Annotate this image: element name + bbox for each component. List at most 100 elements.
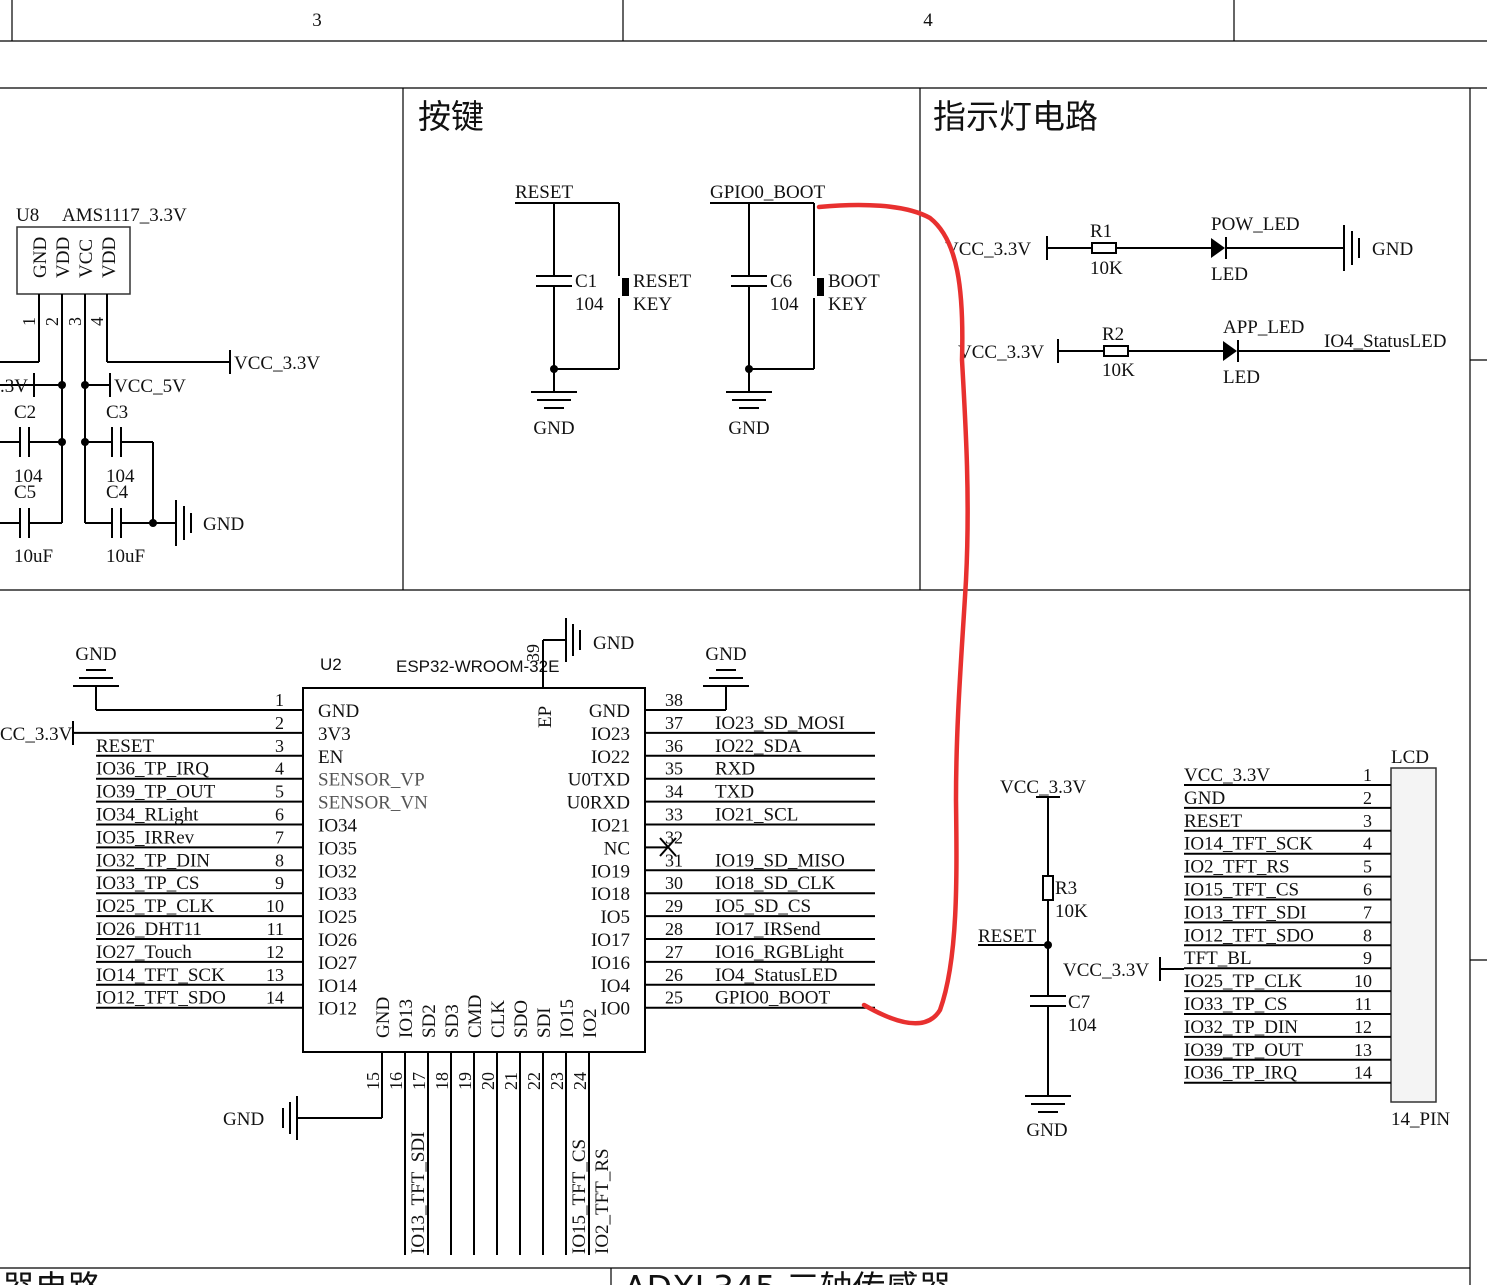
esp32-pin-34-net: TXD [715,782,754,803]
esp32-pin-9-number: 9 [275,873,284,893]
esp32-pin-25-name: IO0 [600,999,630,1020]
esp32-pin-22-number: 22 [524,1072,544,1090]
pow-led-type: LED [1211,264,1248,285]
esp32-pin-33-net: IO21_SCL [715,805,798,826]
esp32-pin-16-number: 16 [386,1072,406,1090]
boot-net-label: GPIO0_BOOT [710,182,825,203]
esp32-pin-29-net: IO5_SD_CS [715,896,811,917]
lcd-pin-10-number: 10 [1354,971,1372,991]
esp32-pin-19-number: 19 [455,1072,475,1090]
esp32-pin-33-number: 33 [665,805,683,825]
lcd-pin-11-number: 11 [1355,994,1372,1014]
esp32-pin-1-number: 1 [275,690,284,710]
lcd-pin-3-number: 3 [1363,811,1372,831]
app-led-name: APP_LED [1223,317,1304,338]
column-number-4: 4 [923,10,933,31]
esp32-pin-12-net: IO27_Touch [96,942,192,963]
esp32-pin-24-name: IO2 [580,1008,601,1038]
lcd-pin-1-number: 1 [1363,765,1372,785]
esp32-pin-24-number: 24 [570,1072,590,1090]
lcd-pin-7-net: IO13_TFT_SDI [1184,902,1306,923]
esp32-right-gnd-label: GND [705,644,746,665]
lcd-pin-13-number: 13 [1354,1040,1372,1060]
esp32-pin-30-number: 30 [665,873,683,893]
regulator-pin-name-2: VDD [53,237,74,278]
esp32-pin-23-name: IO15 [557,999,578,1038]
esp32-pin-32-number: 32 [665,827,683,847]
lcd-pin-4-net: IO14_TFT_SCK [1184,834,1313,855]
esp32-pin-37-number: 37 [665,713,683,733]
reset-rc-vcc-label: VCC_3.3V [1000,777,1086,798]
esp32-pin-10-number: 10 [266,896,284,916]
reset-net-label: RESET [515,182,573,203]
esp32-pin-27-number: 27 [665,942,683,962]
lcd-pin-9-number: 9 [1363,948,1372,968]
boot-switch-name: BOOT [828,271,880,292]
regulator-gnd-label: GND [203,514,244,535]
boot-cap-value: 104 [770,294,799,315]
esp32-vcc-left-label: CC_3.3V [0,724,73,745]
section-title-keys: 按键 [418,97,484,136]
esp32-pin-21-name: SDO [511,1000,532,1038]
esp32-pin-14-name: IO12 [318,999,357,1020]
lcd-connector: LCD 14_PIN 1VCC_3.3V2GND3RESET4IO14_TFT_… [1184,747,1450,1130]
esp32-pin-16-name: IO13 [396,999,417,1038]
esp32-pin-5-number: 5 [275,782,284,802]
esp32-pin-16-net: IO13_TFT_SDI [408,1132,429,1254]
lcd-part: 14_PIN [1391,1109,1450,1130]
esp32-pin-4-net: IO36_TP_IRQ [96,759,209,780]
esp32-pin-25-net: GPIO0_BOOT [715,988,830,1009]
esp32-pin-35-net: RXD [715,759,755,780]
lcd-pin-5-number: 5 [1363,857,1372,877]
esp32-pin-12-name: IO27 [318,953,357,974]
esp32-pin-4-name: SENSOR_VP [318,770,425,791]
r2-ref: R2 [1102,324,1124,345]
esp32-ep-label: EP [535,706,556,728]
section-title-indicator: 指示灯电路 [933,97,1098,136]
esp32-pin-3-net: RESET [96,736,154,757]
esp32-pin-31-number: 31 [665,850,683,870]
lcd-pin-2-number: 2 [1363,788,1372,808]
esp32-pin-27-net: IO16_RGBLight [715,942,845,963]
esp32-pin-31-name: IO19 [591,861,630,882]
reset-cap-ref: C1 [575,271,597,292]
boot-switch-type: KEY [828,294,867,315]
r3-value: 10K [1055,901,1088,922]
esp32-pin-4-number: 4 [275,759,284,779]
regulator-pin-num-1: 1 [19,317,39,326]
esp32-pin-24-net: IO2_TFT_RS [592,1148,613,1254]
pow-gnd-label: GND [1372,239,1413,260]
esp32-pin-10-net: IO25_TP_CLK [96,896,215,917]
reset-gnd-label: GND [533,418,574,439]
esp32-pin-15-name: GND [373,997,394,1038]
esp32-pin-28-name: IO17 [591,930,630,951]
lcd-vcc-net-label: VCC_3.3V [1063,960,1149,981]
esp32-pin-18-name: SD3 [442,1004,463,1038]
reset-key-circuit: RESET C1 104 RESET KEY GND [515,182,691,439]
esp32-pin-26-number: 26 [665,965,683,985]
lcd-pin-9-net: TFT_BL [1184,948,1252,969]
app-led-diode-icon [1223,341,1237,361]
esp32-pin-10-name: IO25 [318,907,357,928]
r1-value: 10K [1090,258,1123,279]
lcd-pin-8-number: 8 [1363,925,1372,945]
lcd-pin-14-net: IO36_TP_IRQ [1184,1063,1297,1084]
esp32-pin-17-name: SD2 [419,1004,440,1038]
esp32-pin-26-name: IO4 [600,976,630,997]
esp32-pin-35-number: 35 [665,759,683,779]
esp32-pin-38-number: 38 [665,690,683,710]
lcd-pin-12-net: IO32_TP_DIN [1184,1017,1298,1038]
regulator-part: AMS1117_3.3V [62,205,187,226]
app-led-circuit: VCC_3.3V R2 10K APP_LED LED IO4_StatusLE… [958,317,1446,388]
esp32-pin-29-number: 29 [665,896,683,916]
section-title-bottom-left-partial: 器电路 [2,1268,101,1285]
cap-c2-ref: C2 [14,402,36,423]
esp32-top-pin-num: 39 [523,644,543,662]
lcd-name: LCD [1391,747,1429,768]
esp32-pin-25-number: 25 [665,988,683,1008]
esp32-pin-31-net: IO19_SD_MISO [715,850,845,871]
esp32-pin-17-number: 17 [409,1072,429,1090]
esp32-left-gnd-label: GND [75,644,116,665]
lcd-pin-4-number: 4 [1363,834,1372,854]
